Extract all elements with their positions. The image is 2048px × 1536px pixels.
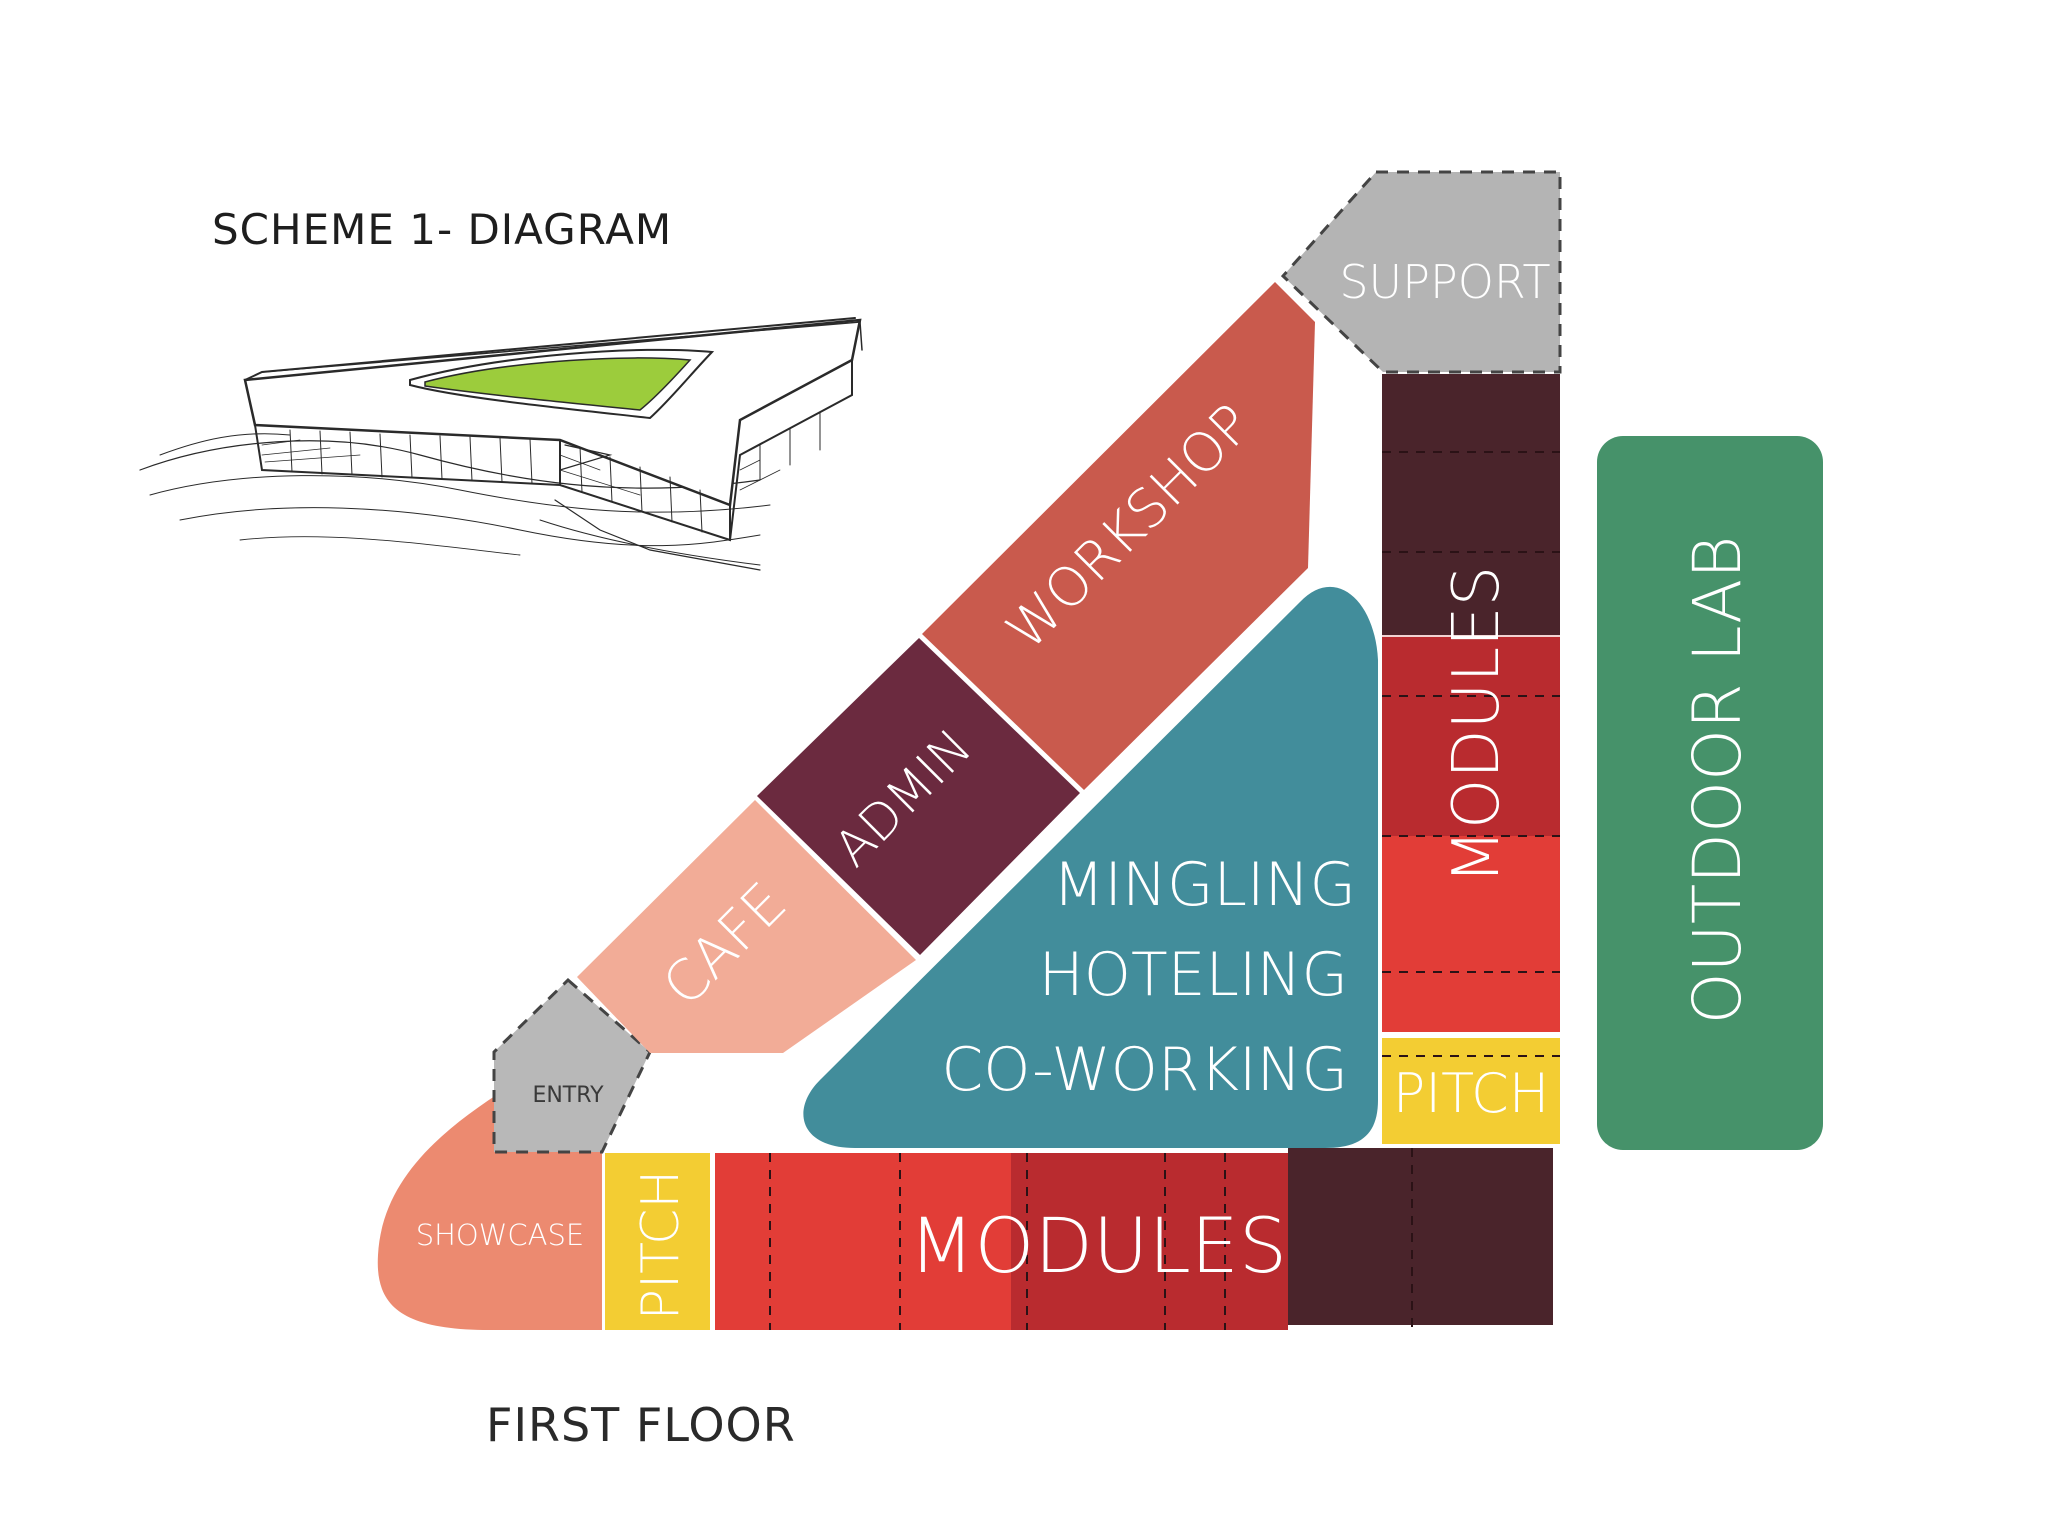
showcase-label: SHOWCASE bbox=[416, 1218, 585, 1252]
entry-label: ENTRY bbox=[532, 1083, 604, 1108]
outdoor-lab-zone bbox=[1597, 436, 1823, 1150]
central-label-coworking: CO-WORKING bbox=[941, 1035, 1348, 1105]
page-title: SCHEME 1- DIAGRAM bbox=[212, 205, 673, 254]
pitch-right-label: PITCH bbox=[1393, 1062, 1550, 1125]
entry-zone bbox=[494, 980, 650, 1152]
modules-right-label: MODULES bbox=[1440, 566, 1514, 884]
outdoor-lab-label: OUTDOOR LAB bbox=[1679, 536, 1756, 1025]
cafe-zone bbox=[577, 800, 916, 1053]
building-sketch bbox=[139, 317, 863, 571]
floor-label: FIRST FLOOR bbox=[486, 1398, 796, 1452]
central-zone bbox=[803, 586, 1378, 1148]
modules-bottom-label: MODULES bbox=[909, 1201, 1287, 1290]
workshop-zone bbox=[922, 282, 1315, 790]
support-label: SUPPORT bbox=[1339, 255, 1550, 309]
pitch-bottom-label: PITCH bbox=[631, 1170, 691, 1321]
modules-bottom-zone bbox=[715, 1148, 1553, 1330]
central-label-mingling: MINGLING bbox=[1053, 850, 1356, 920]
green-roof bbox=[424, 357, 692, 411]
admin-zone bbox=[757, 638, 1080, 955]
pitch-bottom-zone bbox=[605, 1153, 710, 1330]
support-zone bbox=[1283, 172, 1560, 372]
central-label-hoteling: HOTELING bbox=[1039, 940, 1348, 1010]
modules-right-zone bbox=[1382, 374, 1560, 1032]
